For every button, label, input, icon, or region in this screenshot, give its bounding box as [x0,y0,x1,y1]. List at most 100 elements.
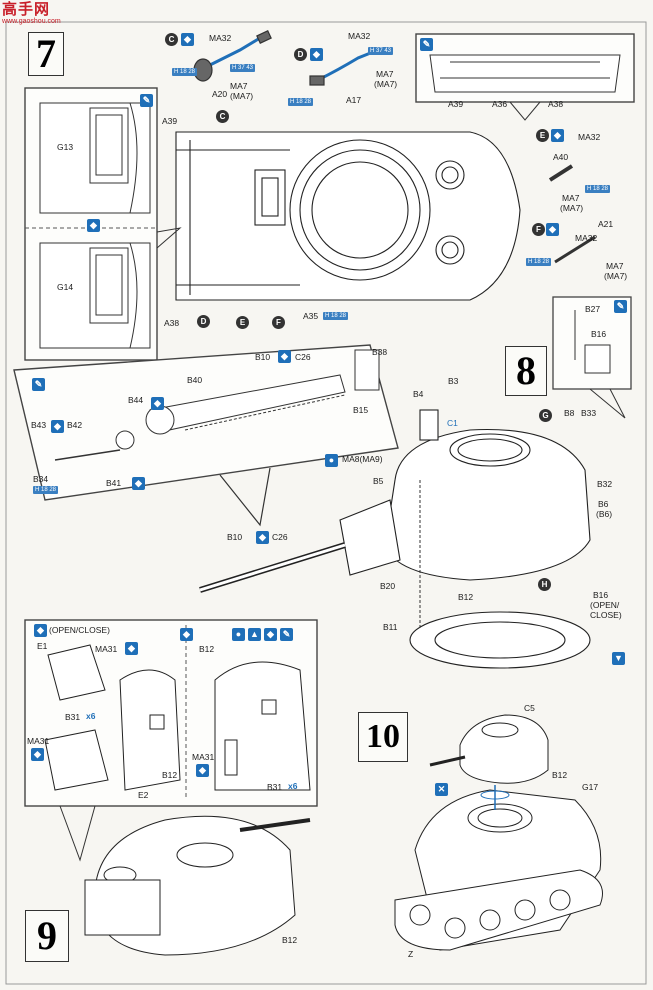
label-b5: B5 [373,476,384,486]
label-x6-c: x6 [288,781,298,791]
label-b33: B33 [581,408,597,418]
label-ma32-2: MA32 [348,31,371,41]
label-ma7-2b: (MA7) [374,79,398,89]
callout-d: D [294,48,307,61]
label-b8: B8 [564,408,575,418]
label-a38-top: A38 [548,99,564,109]
label-b3: B3 [448,376,459,386]
label-b10: B10 [255,352,271,362]
h-badge: H 37 43 [230,64,256,72]
label-b4: B4 [413,389,424,399]
step-8-number: 8 [516,348,536,393]
label-a20: A20 [212,89,228,99]
paint-brush-icon: ✎ [280,628,293,641]
label-z: Z [408,949,414,959]
step-9-number: 9 [37,913,57,958]
step-7-box: 7 [28,32,64,76]
label-b42: B42 [67,420,83,430]
label-ma7-2: MA7 [376,69,394,79]
label-e2: E2 [138,790,149,800]
label-b40: B40 [187,375,203,385]
h-badge: H 18 28 [526,258,552,266]
callout-d-hull: D [197,315,210,328]
label-ma7-1b: (MA7) [230,91,254,101]
glue-icon: ◆ [180,628,193,641]
h-badge: H 37 43 [368,47,394,55]
label-b38: B38 [372,347,388,357]
h-badge: H 18 28 [288,98,314,106]
label-b41: B41 [106,478,122,488]
paint-brush-icon: ✎ [32,378,45,391]
callout-e: E [536,129,549,142]
label-b6: B6 [598,499,609,509]
label-x6-a: x6 [86,711,96,721]
label-b12-main: B12 [282,935,298,945]
label-b44: B44 [128,395,144,405]
label-c26b: C26 [272,532,288,542]
label-e1: E1 [37,641,48,651]
label-a21: A21 [598,219,614,229]
glue-icon: ◆ [132,477,145,490]
label-ma7-f: MA7 [606,261,624,271]
label-b12: B12 [552,770,568,780]
glue-icon: ◆ [551,129,564,142]
label-g17: G17 [582,782,599,792]
step-8-box: 8 [505,346,547,396]
step-9-box: 9 [25,910,69,962]
label-b12-b: B12 [199,644,215,654]
label-ma7-1: MA7 [230,81,248,91]
label-a40: A40 [553,152,569,162]
h-badge: H 18 28 [585,185,611,193]
glue-icon: ◆ [181,33,194,46]
water-drop-icon: ● [325,454,338,467]
glue-icon: ◆ [256,531,269,544]
glue-icon: ◆ [546,223,559,236]
label-b11: B11 [383,622,398,632]
callout-c-top: C [165,33,178,46]
sand-icon: ▲ [248,628,261,641]
label-b6b: (B6) [596,509,613,519]
step-10-number: 10 [366,718,400,755]
label-ma31-a: MA31 [95,644,118,654]
underside-view-icon: ▼ [612,652,625,665]
label-b43: B43 [31,420,47,430]
label-b31-a: B31 [65,712,81,722]
callout-g: G [539,409,552,422]
step-10-box: 10 [358,712,408,762]
h-badge: H 18 28 [323,312,349,320]
label-g13: G13 [57,142,74,152]
label-ma32-e: MA32 [578,132,601,142]
glue-icon: ◆ [34,624,47,637]
label-b12: B12 [458,592,474,602]
callout-h: H [538,578,551,591]
h-badge: H 18 28 [172,68,198,76]
label-ma7-fb: (MA7) [604,271,628,281]
glue-icon: ◆ [125,642,138,655]
label-a17: A17 [346,95,362,105]
label-a39-top: A39 [448,99,464,109]
label-ma7-e: MA7 [562,193,580,203]
callout-e-hull: E [236,316,249,329]
site-watermark: 高手网 www.gaoshou.com [2,2,92,32]
label-ma31-b: MA31 [27,736,50,746]
paint-brush-icon: ✎ [140,94,153,107]
glue-icon: ◆ [196,764,209,777]
glue-icon: ◆ [310,48,323,61]
step-7-number: 7 [36,31,56,76]
callout-c-hull: C [216,110,229,123]
label-g14: G14 [57,282,74,292]
paint-brush-icon: ✎ [614,300,627,313]
watermark-site: www.gaoshou.com [2,18,61,25]
callout-f-hull: F [272,316,285,329]
glue-icon: ◆ [264,628,277,641]
label-b31-c: B31 [267,782,283,792]
label-b12-a: B12 [162,770,178,780]
label-ma32-1: MA32 [209,33,232,43]
watermark-logo: 高手网 [2,1,51,18]
label-ma31-c: MA31 [192,752,215,762]
glue-icon: ◆ [278,350,291,363]
label-open: (OPEN/ [590,600,620,610]
label-ma7-eb: (MA7) [560,203,584,213]
label-a35: A35 [303,311,319,321]
